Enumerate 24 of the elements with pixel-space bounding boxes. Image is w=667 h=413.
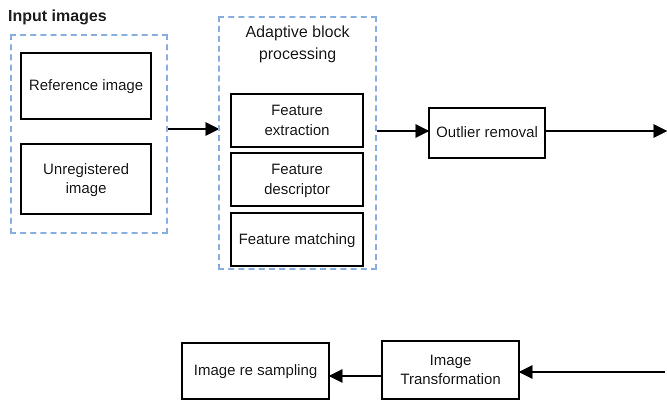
arrow <box>328 369 381 383</box>
box-label: Image Transformation <box>399 350 502 390</box>
process-box <box>230 93 364 148</box>
box-label: Feature extraction <box>263 101 331 140</box>
arrow <box>377 124 430 138</box>
process-box <box>381 340 520 400</box>
box-label: Feature descriptor <box>263 160 331 199</box>
group-title: Adaptive block processing <box>244 23 351 66</box>
arrow <box>168 122 220 136</box>
box-label: Image re sampling <box>192 361 318 381</box>
box-label: Outlier removal <box>435 123 539 143</box>
arrow <box>546 124 667 138</box>
box-label: Feature matching <box>238 230 356 250</box>
box-label: Unregistered image <box>42 160 130 198</box>
process-box <box>230 212 364 267</box>
group-heading: Input images <box>8 7 108 27</box>
process-box <box>181 342 330 400</box>
process-box <box>428 107 546 159</box>
dashed-group-box <box>218 16 377 270</box>
process-box <box>20 143 152 215</box>
process-box <box>20 52 152 120</box>
box-label: Reference image <box>28 76 144 96</box>
arrow <box>518 365 665 379</box>
process-box <box>230 152 364 207</box>
